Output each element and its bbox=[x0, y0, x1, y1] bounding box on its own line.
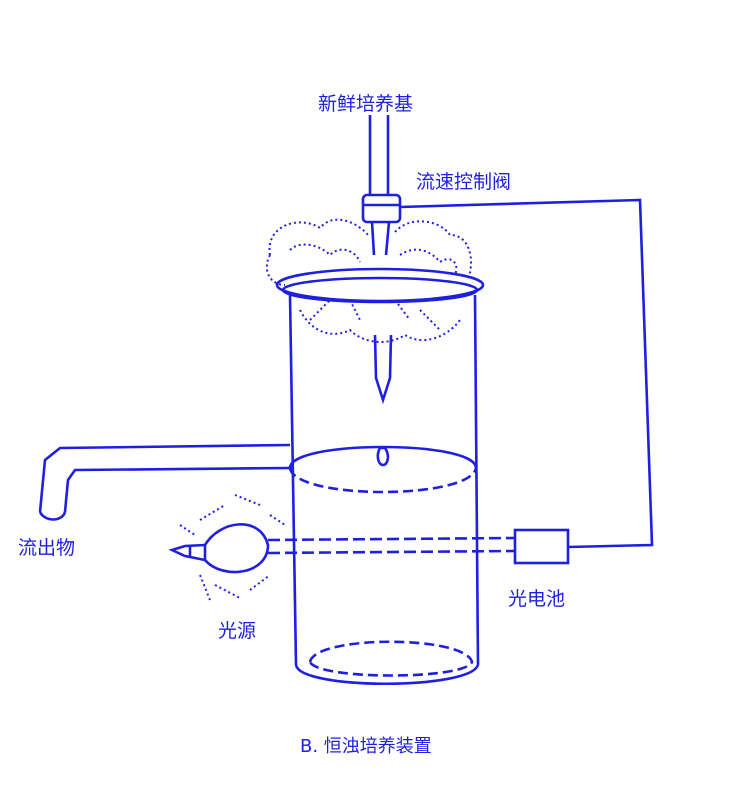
light-beam bbox=[267, 536, 516, 555]
culture-vessel bbox=[275, 267, 485, 685]
liquid-surface bbox=[288, 445, 478, 494]
label-flow-valve: 流速控制阀 bbox=[416, 171, 511, 193]
label-fresh-medium: 新鲜培养基 bbox=[318, 93, 413, 115]
photocell-box bbox=[513, 528, 570, 565]
outflow-tube bbox=[38, 443, 291, 521]
control-wire bbox=[399, 198, 654, 549]
label-photocell: 光电池 bbox=[508, 588, 565, 610]
cotton-plug bbox=[265, 218, 472, 343]
figure-caption: B. 恒浊培养装置 bbox=[300, 736, 432, 757]
light-bulb-icon bbox=[168, 494, 286, 601]
feed-tube bbox=[368, 115, 391, 256]
label-light-source: 光源 bbox=[218, 620, 256, 642]
drip-needle bbox=[373, 334, 393, 467]
label-effluent: 流出物 bbox=[18, 537, 75, 559]
flow-control-valve bbox=[361, 193, 402, 224]
